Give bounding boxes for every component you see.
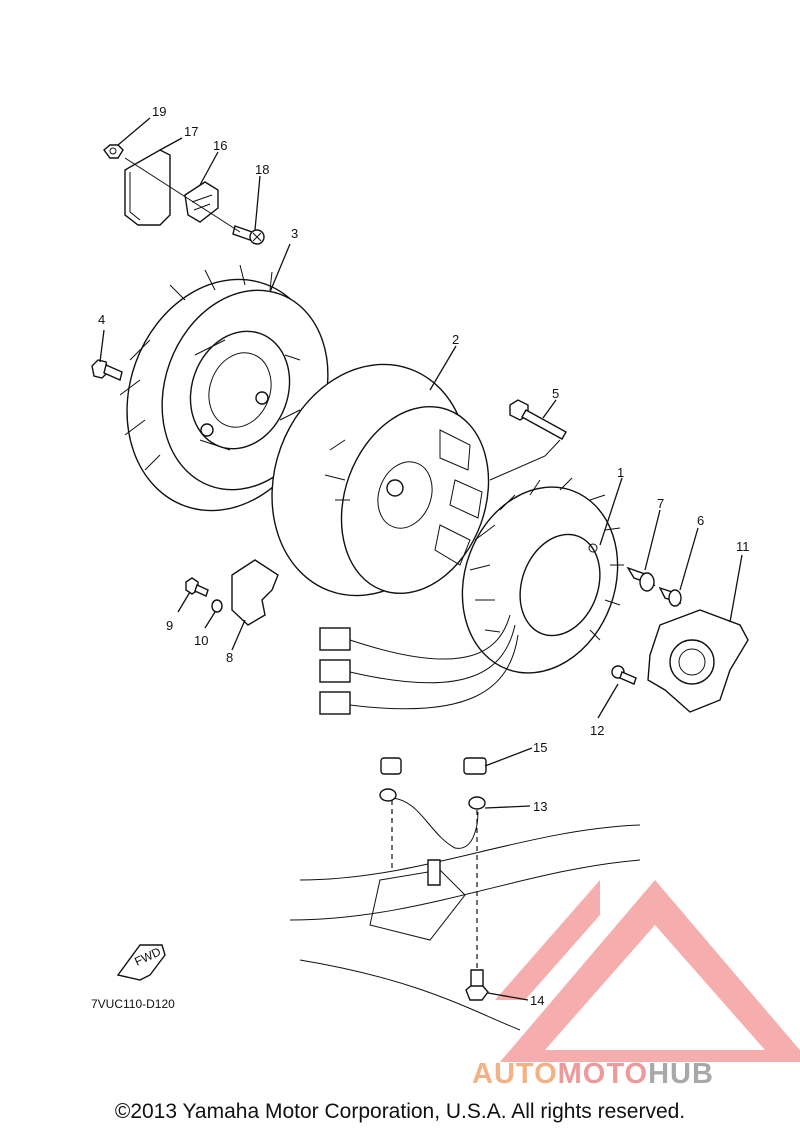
watermark-brand: AUTOMOTOHUB <box>472 1058 714 1091</box>
part-15-nut <box>380 757 487 775</box>
callout-12: 12 <box>590 723 604 738</box>
fwd-arrow-icon: FWD <box>116 944 166 981</box>
callout-8: 8 <box>226 650 233 665</box>
part-1-stator <box>461 477 624 674</box>
callout-17: 17 <box>184 124 198 139</box>
part-16-clip <box>184 181 219 223</box>
part-19-nut <box>103 144 124 159</box>
frame-base <box>289 824 641 1031</box>
part-7-collar <box>626 566 656 592</box>
watermark-part3: HUB <box>648 1058 714 1090</box>
callout-2: 2 <box>452 332 459 347</box>
part-4-bolt <box>91 359 123 381</box>
callout-5: 5 <box>552 386 559 401</box>
leader-lines <box>99 117 743 1001</box>
callout-10: 10 <box>194 633 208 648</box>
part-8-bracket <box>231 559 279 626</box>
watermark-part1: AUTO <box>472 1058 558 1090</box>
part-10-washer <box>211 599 223 613</box>
part-9-bolt <box>185 577 209 597</box>
part-5-bolt <box>509 399 567 440</box>
watermark-logo-icon <box>495 880 800 1062</box>
copyright-notice: ©2013 Yamaha Motor Corporation, U.S.A. A… <box>114 1100 686 1123</box>
part-17-bracket <box>124 149 171 226</box>
callout-15: 15 <box>533 740 547 755</box>
callout-4: 4 <box>98 312 105 327</box>
part-18-screw <box>232 225 265 245</box>
callout-14: 14 <box>530 993 544 1008</box>
callout-13: 13 <box>533 799 547 814</box>
callout-1: 1 <box>617 465 624 480</box>
callout-11: 11 <box>736 539 750 554</box>
callout-6: 6 <box>697 513 704 528</box>
callout-19: 19 <box>152 104 166 119</box>
callout-9: 9 <box>166 618 173 633</box>
part-6-collar <box>658 586 682 607</box>
part-11-pulser-plate <box>647 609 749 713</box>
part-12-screw <box>611 665 637 685</box>
callout-18: 18 <box>255 162 269 177</box>
part-1-wiring-harness <box>319 614 519 715</box>
callout-16: 16 <box>213 138 227 153</box>
part-2-flywheel-rotor <box>271 363 490 597</box>
callout-3: 3 <box>291 226 298 241</box>
callout-labels: 1 2 3 4 5 6 7 8 9 10 11 12 13 14 15 16 1… <box>98 104 750 1008</box>
part-13-ground-lead <box>379 788 486 849</box>
part-14-bolt <box>465 969 489 1001</box>
watermark-part2: MOTO <box>557 1058 649 1090</box>
diagram-code: 7VUC110-D120 <box>91 997 175 1011</box>
callout-7: 7 <box>657 496 664 511</box>
